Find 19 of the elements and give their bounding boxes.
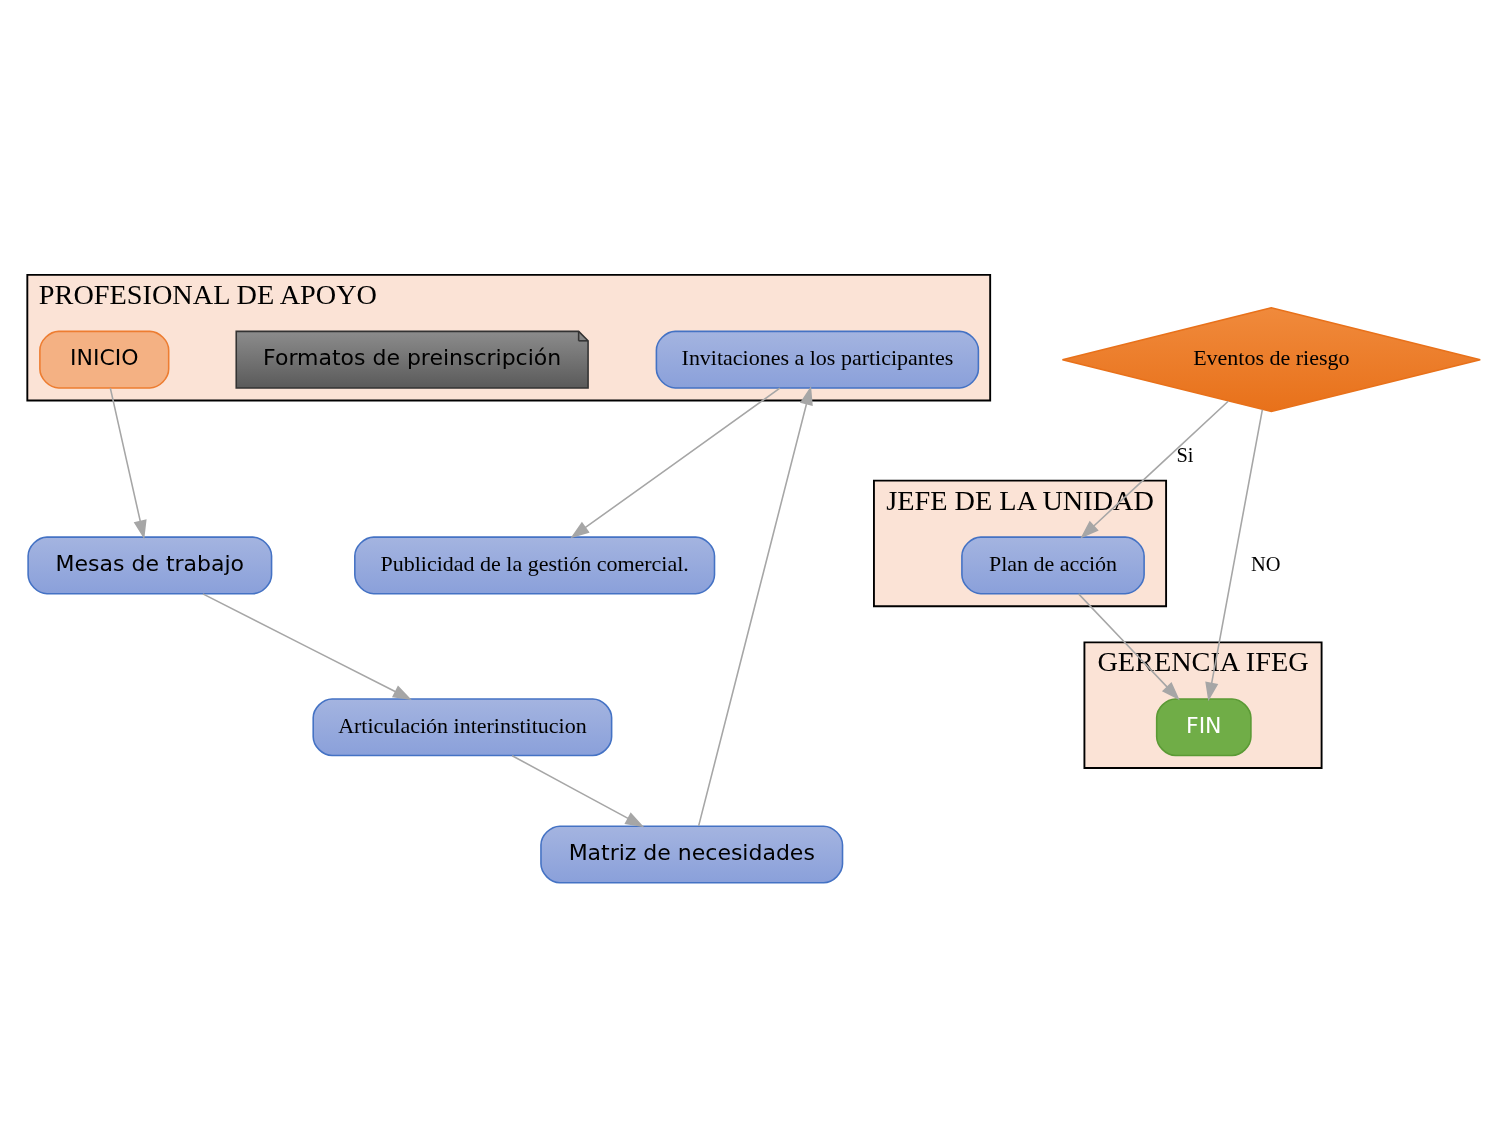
arrow <box>570 387 781 539</box>
node-box: INICIO <box>39 330 170 389</box>
arrow <box>511 754 645 828</box>
node-box: Plan de acción <box>961 536 1145 595</box>
edge-label: NO <box>1251 552 1281 575</box>
arrow <box>1205 408 1264 702</box>
node-box: Mesas de trabajo <box>27 536 273 595</box>
arrow <box>109 387 147 540</box>
arrow <box>697 386 813 827</box>
node-diamond: Eventos de riesgo <box>1061 307 1482 413</box>
node-box: Invitaciones a los participantes <box>655 330 980 389</box>
node-box: Publicidad de la gestión comercial. <box>354 536 716 595</box>
node-box: Matriz de necesidades <box>540 825 844 884</box>
arrow <box>1080 400 1229 539</box>
arrow <box>202 593 412 700</box>
arrow <box>1077 593 1180 701</box>
node-box: Articulación interinstitucion <box>312 698 613 757</box>
node-box: FIN <box>1155 698 1252 757</box>
edge-label: Si <box>1176 444 1194 467</box>
